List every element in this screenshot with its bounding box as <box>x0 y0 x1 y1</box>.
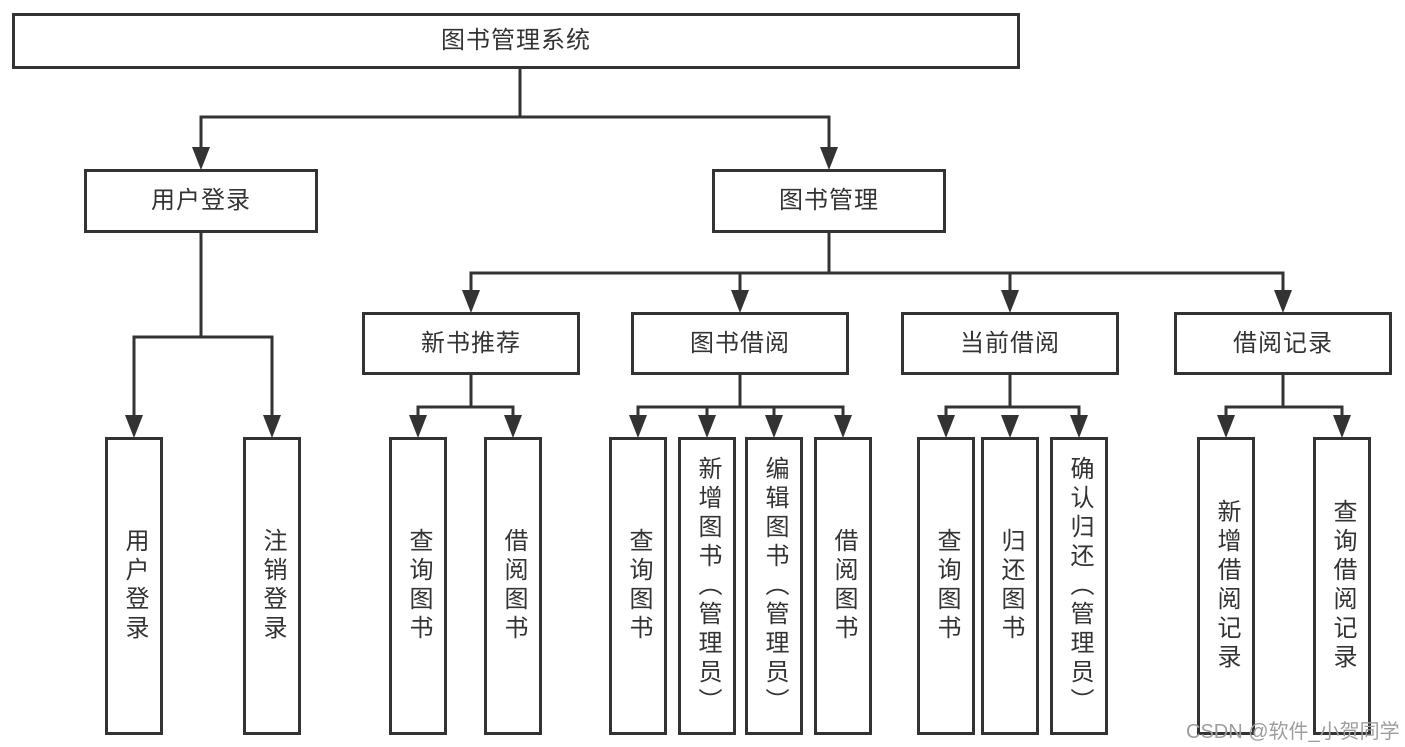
leaf-logout-label: 注销登录 <box>259 528 286 644</box>
leaf-newbooks-query-books: 查询图书 <box>389 437 447 735</box>
leaf-newbooks-borrow-books-label: 借阅图书 <box>500 528 527 644</box>
leaf-current-query-books-label: 查询图书 <box>933 528 960 644</box>
leaf-user-login-label: 用户登录 <box>121 528 148 644</box>
node-root-label: 图书管理系统 <box>441 27 591 54</box>
node-borrowing-records: 借阅记录 <box>1174 312 1392 375</box>
leaf-borrowing-borrow-books: 借阅图书 <box>814 437 872 735</box>
node-current-borrowing: 当前借阅 <box>901 312 1119 375</box>
leaf-current-query-books: 查询图书 <box>917 437 975 735</box>
connector-newbooks-to-leaves <box>416 375 515 417</box>
node-book-management-label: 图书管理 <box>779 187 879 214</box>
leaf-current-return-books: 归还图书 <box>981 437 1039 735</box>
connector-bookmgmt-to-level3 <box>469 233 1285 291</box>
leaf-records-add-record-label: 新增借阅记录 <box>1213 499 1240 673</box>
watermark: CSDN @软件_小贺同学 <box>1186 721 1400 743</box>
leaf-current-return-books-label: 归还图书 <box>997 528 1024 644</box>
leaf-current-confirm-return-admin-label: 确认归还（管理员） <box>1066 455 1093 717</box>
connector-userlogin-to-leaves <box>132 233 274 417</box>
connector-records-to-leaves <box>1224 375 1344 417</box>
leaf-borrowing-add-books-admin-label: 新增图书（管理员） <box>694 455 721 717</box>
node-book-borrowing: 图书借阅 <box>631 312 849 375</box>
arrowhead-icons <box>125 147 1351 438</box>
node-user-login: 用户登录 <box>84 169 318 233</box>
node-new-book-recommend: 新书推荐 <box>362 312 580 375</box>
leaf-newbooks-query-books-label: 查询图书 <box>405 528 432 644</box>
leaf-borrowing-borrow-books-label: 借阅图书 <box>830 528 857 644</box>
leaf-borrowing-add-books-admin: 新增图书（管理员） <box>678 437 736 735</box>
node-book-borrowing-label: 图书借阅 <box>690 329 790 357</box>
leaf-borrowing-query-books: 查询图书 <box>609 437 667 735</box>
leaf-logout: 注销登录 <box>243 437 301 735</box>
node-new-book-recommend-label: 新书推荐 <box>421 329 521 357</box>
node-user-login-label: 用户登录 <box>151 187 251 214</box>
leaf-records-add-record: 新增借阅记录 <box>1197 437 1255 735</box>
leaf-borrowing-edit-books-admin-label: 编辑图书（管理员） <box>761 455 788 717</box>
node-book-management: 图书管理 <box>712 169 946 233</box>
leaf-borrowing-edit-books-admin: 编辑图书（管理员） <box>745 437 803 735</box>
connector-root-to-level2 <box>199 69 831 149</box>
node-root: 图书管理系统 <box>12 13 1020 69</box>
node-current-borrowing-label: 当前借阅 <box>960 329 1060 357</box>
leaf-records-query-record: 查询借阅记录 <box>1313 437 1371 735</box>
leaf-newbooks-borrow-books: 借阅图书 <box>484 437 542 735</box>
connector-borrowing-to-leaves <box>636 375 845 417</box>
leaf-current-confirm-return-admin: 确认归还（管理员） <box>1050 437 1108 735</box>
leaf-user-login: 用户登录 <box>105 437 163 735</box>
node-borrowing-records-label: 借阅记录 <box>1233 329 1333 357</box>
connector-current-to-leaves <box>944 375 1081 417</box>
leaf-records-query-record-label: 查询借阅记录 <box>1329 499 1356 673</box>
leaf-borrowing-query-books-label: 查询图书 <box>625 528 652 644</box>
